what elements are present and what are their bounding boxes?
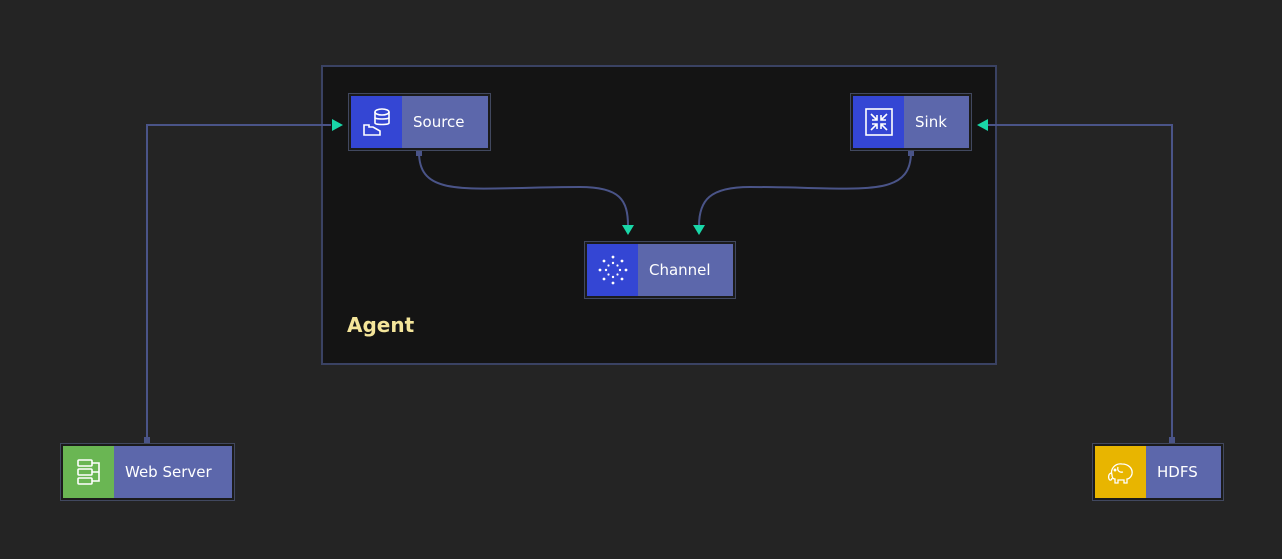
web-server-node[interactable]: Web Server: [60, 443, 235, 501]
source-node[interactable]: Source: [348, 93, 491, 151]
edge-webserver-source: [146, 124, 331, 441]
web-server-label: Web Server: [114, 446, 232, 498]
arrowhead-source: [332, 119, 343, 131]
channel-label: Channel: [638, 244, 733, 296]
edge-source-channel: [418, 151, 629, 227]
arrowhead-channel-left: [622, 225, 634, 235]
channel-icon-box: [587, 244, 638, 296]
edge-port: [1169, 437, 1175, 443]
hdfs-icon-box: [1095, 446, 1146, 498]
dot-ring-icon: [598, 255, 627, 285]
edge-port: [144, 437, 150, 443]
agent-group-label: Agent: [347, 313, 415, 337]
source-label: Source: [402, 96, 488, 148]
edge-port: [416, 150, 422, 156]
sink-node[interactable]: Sink: [850, 93, 972, 151]
channel-node[interactable]: Channel: [584, 241, 736, 299]
edge-port: [908, 150, 914, 156]
source-icon-box: [351, 96, 402, 148]
arrowhead-channel-right: [693, 225, 705, 235]
sink-icon-box: [853, 96, 904, 148]
compress-arrows-icon: [864, 108, 893, 136]
server-stack-icon: [76, 459, 100, 485]
database-import-icon: [362, 108, 390, 136]
web-server-icon-box: [63, 446, 114, 498]
hdfs-node[interactable]: HDFS: [1092, 443, 1224, 501]
edge-sink-channel: [698, 151, 912, 227]
elephant-icon: [1107, 463, 1133, 484]
edge-hdfs-sink: [988, 124, 1173, 441]
sink-label: Sink: [904, 96, 969, 148]
hdfs-label: HDFS: [1146, 446, 1221, 498]
arrowhead-sink: [977, 119, 988, 131]
